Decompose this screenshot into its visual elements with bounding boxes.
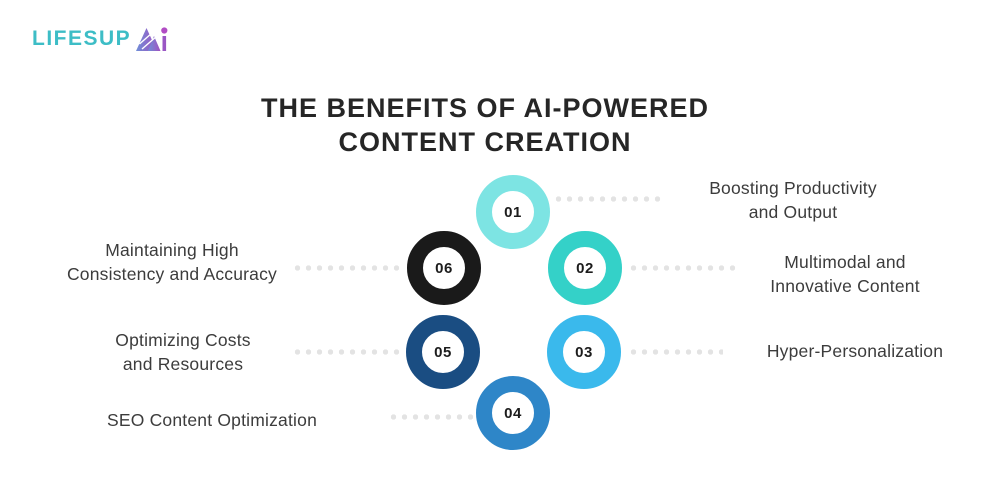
- step-number-05: 05: [434, 343, 452, 361]
- label-line: Multimodal and: [784, 252, 906, 272]
- label-line: Optimizing Costs: [115, 330, 251, 350]
- label-line: Maintaining High: [105, 240, 239, 260]
- step-circle-05: 05: [406, 315, 480, 389]
- label-line: Innovative Content: [770, 276, 920, 296]
- page-title: THE BENEFITS OF AI-POWERED CONTENT CREAT…: [0, 91, 970, 159]
- label-line: SEO Content Optimization: [106, 410, 318, 430]
- connector-dots-05: [292, 349, 404, 355]
- step-number-02: 02: [576, 259, 594, 277]
- step-circle-02: 02: [548, 231, 622, 305]
- step-number-03: 03: [575, 343, 593, 361]
- brand-logo: LIFESUP: [32, 26, 168, 52]
- step-label-02: Multimodal and Innovative Content: [715, 250, 975, 298]
- title-line-1: THE BENEFITS OF AI-POWERED: [260, 93, 709, 124]
- connector-dots-03: [628, 349, 723, 355]
- step-circle-01: 01: [476, 175, 550, 249]
- step-circle-03: 03: [547, 315, 621, 389]
- label-line: and Output: [748, 202, 838, 222]
- step-number-06: 06: [435, 259, 453, 277]
- step-label-04: SEO Content Optimization: [82, 408, 342, 432]
- label-line: and Resources: [122, 354, 244, 374]
- step-label-05: Optimizing Costs and Resources: [53, 328, 313, 376]
- label-line: Consistency and Accuracy: [66, 264, 278, 284]
- label-line: Boosting Productivity: [709, 178, 877, 198]
- step-number-01: 01: [504, 203, 522, 221]
- connector-dots-04: [388, 414, 478, 420]
- connector-dots-06: [292, 265, 404, 271]
- step-circle-06: 06: [407, 231, 481, 305]
- step-label-06: Maintaining High Consistency and Accurac…: [42, 238, 302, 286]
- step-number-04: 04: [504, 404, 522, 422]
- connector-dots-02: [628, 265, 738, 271]
- step-circle-04: 04: [476, 376, 550, 450]
- ai-mountain-logo-icon: [136, 25, 168, 52]
- connector-dots-01: [553, 196, 663, 202]
- step-label-01: Boosting Productivity and Output: [663, 176, 923, 224]
- brand-wordmark: LIFESUP: [32, 27, 132, 50]
- title-line-2: CONTENT CREATION: [338, 127, 632, 158]
- label-line: Hyper-Personalization: [766, 341, 944, 361]
- step-label-03: Hyper-Personalization: [725, 339, 985, 363]
